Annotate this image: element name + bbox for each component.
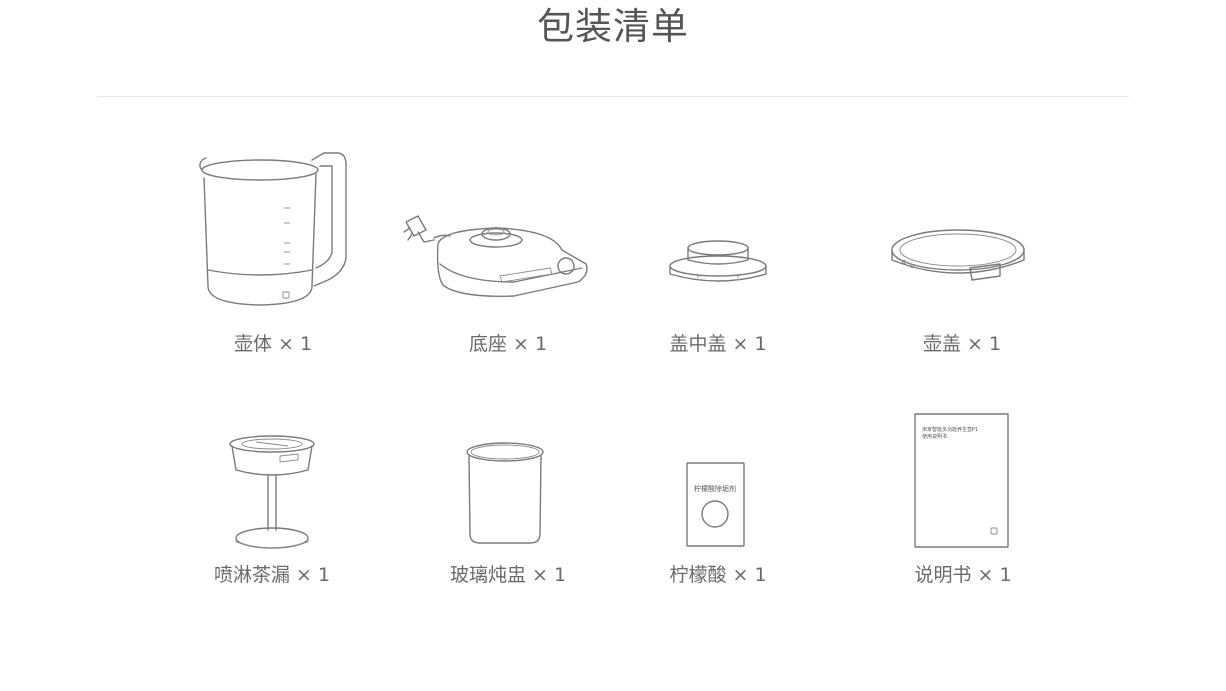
citric-pack-text: 柠檬酸除垢剂 xyxy=(694,484,736,493)
item-label: 说明书 × 1 xyxy=(914,564,1012,586)
item-label: 柠檬酸 × 1 xyxy=(669,564,767,586)
manual-icon: 米家智能多功能养生壶P1 使用说明书 xyxy=(914,413,1009,548)
citric-acid-pack-icon: 柠檬酸除垢剂 xyxy=(686,462,745,547)
item-label: 盖中盖 × 1 xyxy=(669,333,767,355)
manual-title-text: 米家智能多功能养生壶P1 xyxy=(922,426,978,433)
item-label: 底座 × 1 xyxy=(468,333,548,355)
title-divider xyxy=(97,96,1129,97)
kettle-base-icon xyxy=(403,215,588,297)
item-label: 壶体 × 1 xyxy=(233,333,313,355)
kettle-body-icon xyxy=(199,152,347,306)
item-label: 玻璃炖盅 × 1 xyxy=(449,564,567,586)
glass-stew-cup-icon xyxy=(466,442,544,544)
tea-infuser-icon xyxy=(229,435,315,549)
inner-lid-icon xyxy=(669,240,767,282)
kettle-lid-icon xyxy=(891,229,1025,281)
item-label: 喷淋茶漏 × 1 xyxy=(213,564,331,586)
manual-subtitle-text: 使用说明书 xyxy=(922,433,947,440)
item-label: 壶盖 × 1 xyxy=(922,333,1002,355)
page-title: 包装清单 xyxy=(537,5,689,48)
